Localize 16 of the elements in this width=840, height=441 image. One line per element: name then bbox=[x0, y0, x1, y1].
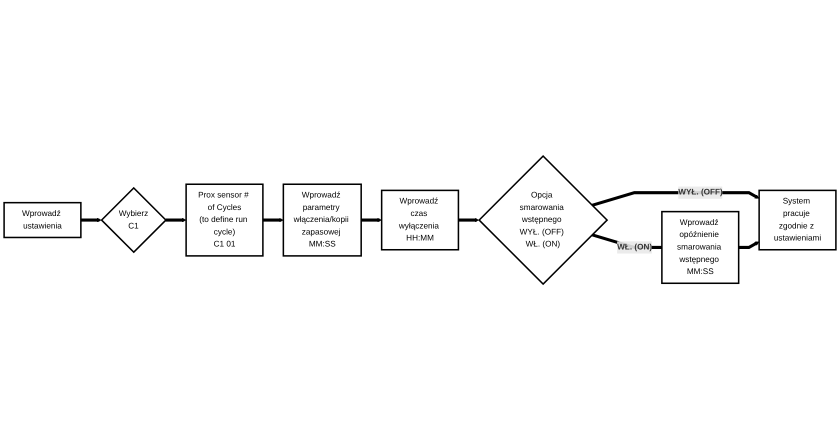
node-box bbox=[380, 190, 460, 251]
arrow bbox=[166, 218, 186, 223]
node-diamond bbox=[100, 187, 167, 254]
node-box bbox=[758, 190, 837, 251]
edge-label: WYŁ. (OFF) bbox=[678, 188, 723, 198]
edge-label: WŁ. (ON) bbox=[617, 243, 652, 252]
arrow bbox=[361, 218, 382, 223]
node-box bbox=[185, 184, 264, 258]
node-box bbox=[661, 211, 740, 284]
arrow bbox=[458, 218, 480, 223]
arrow bbox=[80, 218, 102, 223]
node-box bbox=[3, 202, 82, 239]
node-box bbox=[282, 184, 362, 258]
node-diamond bbox=[478, 155, 608, 286]
arrow bbox=[738, 242, 760, 250]
arrow bbox=[262, 218, 284, 223]
